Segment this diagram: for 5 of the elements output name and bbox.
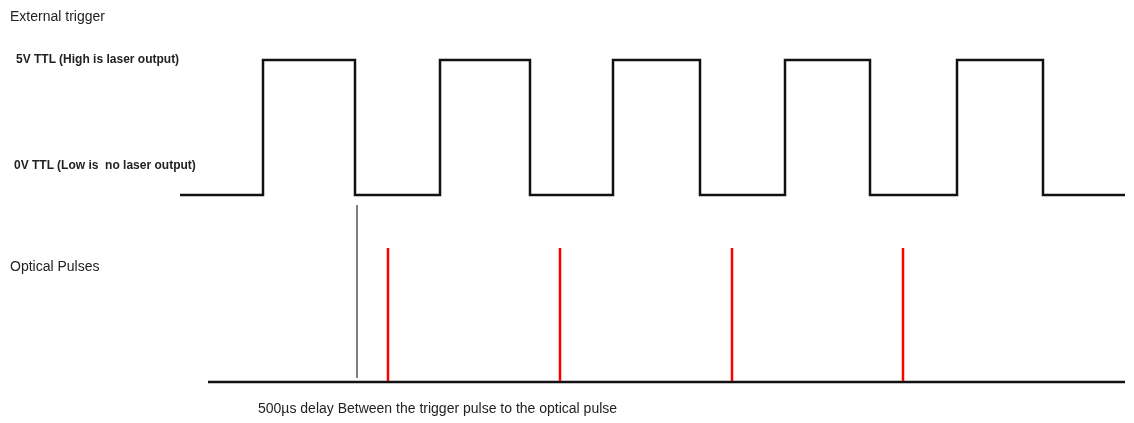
level-label: 5V TTL (High is laser output) — [16, 52, 180, 67]
axis-label: Optical Pulses — [10, 258, 100, 275]
axis-label: 500µs delay Between the trigger pulse to the optical pulse — [258, 400, 618, 417]
level-label: 0V TTL (Low is no laser output) — [14, 158, 196, 173]
axis-label: External trigger — [10, 8, 105, 25]
